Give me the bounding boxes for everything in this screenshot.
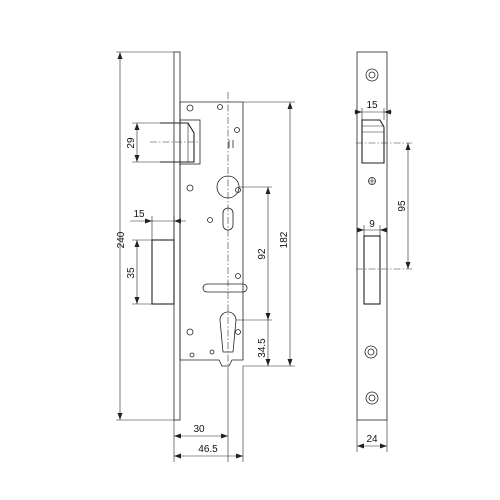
cylinder-hole [219, 311, 237, 353]
dim-bolt-height-label: 35 [126, 267, 137, 279]
horizontal-slot [202, 283, 248, 293]
screw-hole [186, 328, 194, 336]
dim-side-latch-width-label: 15 [366, 100, 378, 111]
dim-latch-height-label: 29 [126, 137, 137, 149]
dim-side-bolt-width-label: 9 [369, 219, 375, 230]
lock-case [179, 101, 244, 367]
faceplate-screw-lower [364, 345, 378, 359]
screw-hole [189, 352, 195, 358]
dim-overall-height: 240 [116, 51, 174, 421]
faceplate-screw-lower-inner [367, 348, 375, 356]
screw-hole [235, 187, 241, 193]
screw-hole [234, 127, 240, 133]
deadbolt [151, 239, 175, 305]
screw-hole [209, 349, 215, 355]
dim-side-faceplate-width-label: 24 [366, 434, 378, 445]
dim-bolt-width: 15 [130, 209, 186, 240]
dim-case-height: 182 [243, 101, 295, 367]
dim-side-latch-width: 15 [354, 100, 392, 120]
dim-cylinder-to-bottom: 34.5 [257, 320, 271, 366]
dim-latch-height: 29 [126, 122, 160, 163]
dim-handle-to-cylinder-label: 92 [257, 248, 268, 260]
faceplate-screw-top-inner [368, 71, 376, 79]
screw-hole [186, 104, 194, 112]
screw-hole [235, 329, 241, 335]
dim-side-faceplate-width: 24 [356, 420, 388, 452]
dim-side-bolt-width: 9 [357, 219, 387, 236]
screw-hole [217, 104, 223, 110]
side-latch-bolt [361, 119, 385, 164]
case-slot [222, 207, 234, 231]
side-faceplate [356, 51, 388, 421]
dim-side-latch-to-bolt-label: 95 [397, 200, 408, 212]
dim-bolt-width-label: 15 [133, 209, 145, 220]
screw-hole [235, 273, 241, 279]
side-deadbolt [363, 235, 381, 305]
dim-cylinder-to-bottom-label: 34.5 [257, 338, 268, 358]
dim-handle-to-cylinder: 92 [236, 186, 272, 321]
front-view: 240 29 15 35 [116, 51, 295, 462]
dim-total-depth: 46.5 [174, 366, 244, 462]
dim-side-latch-to-bolt: 95 [397, 143, 411, 269]
faceplate-screw-middle [368, 177, 376, 185]
dim-backset-label: 30 [193, 424, 205, 435]
faceplate-screw-bottom [365, 391, 379, 405]
dim-bolt-height: 35 [126, 239, 152, 305]
dim-total-depth-label: 46.5 [198, 444, 218, 455]
dim-backset: 30 [173, 372, 229, 462]
dim-overall-height-label: 240 [116, 231, 127, 248]
faceplate-screw-bottom-inner [368, 394, 376, 402]
latch-bolt [160, 122, 195, 163]
screw-hole [207, 217, 213, 223]
screw-hole [186, 184, 194, 192]
dim-case-height-label: 182 [279, 231, 290, 248]
faceplate-screw-top [365, 68, 379, 82]
front-faceplate [173, 51, 181, 421]
side-view: 15 95 9 24 [354, 51, 412, 452]
